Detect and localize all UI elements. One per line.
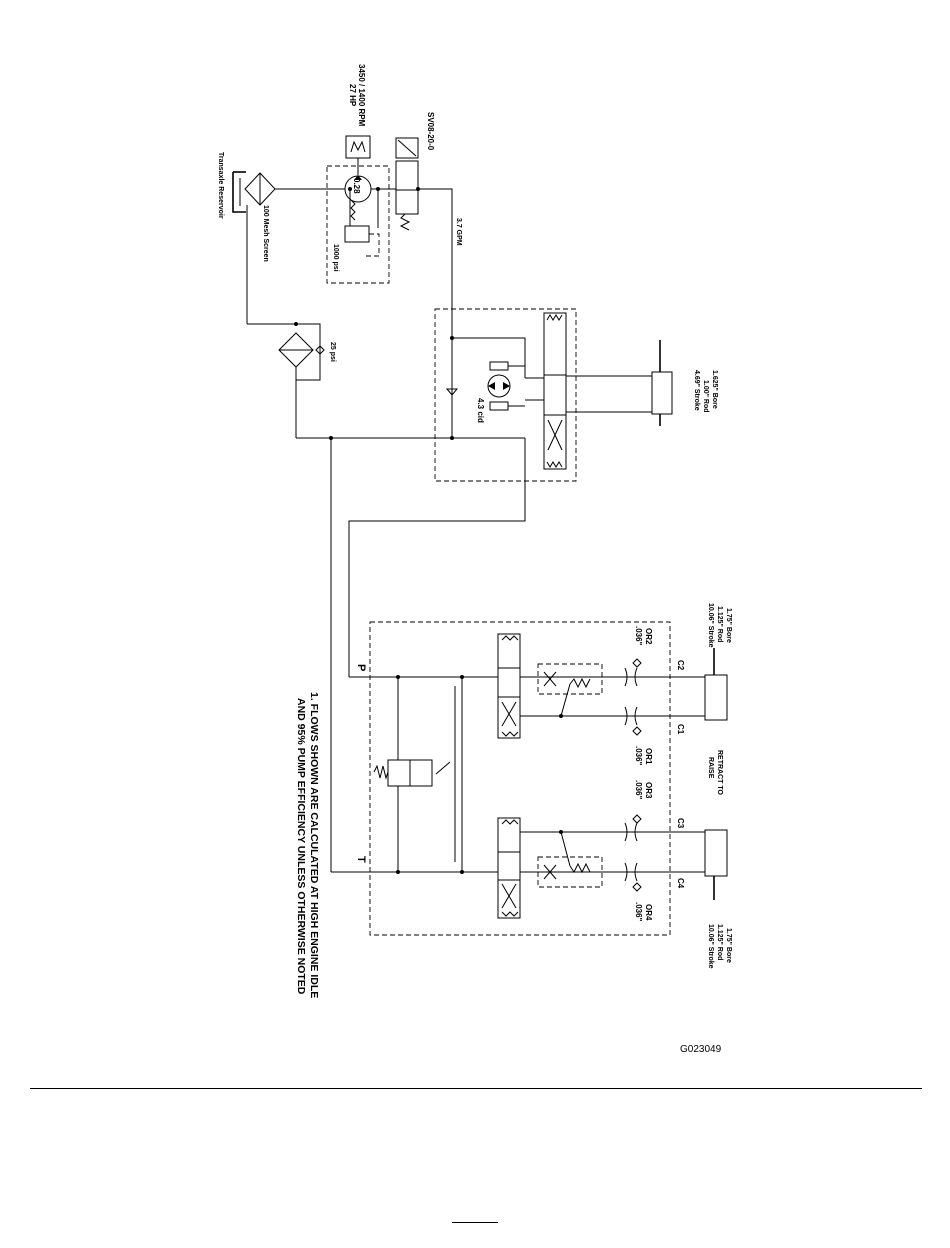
relief-valve [344, 225, 370, 243]
lower-lift-cyl-rod: 1.125" Rod [716, 924, 723, 960]
steer-cyl-rod: 1.00" Rod [702, 380, 709, 413]
or1-label: OR1 [644, 748, 653, 765]
pump-displacement-label: 0.28 [352, 178, 361, 194]
screen-label: 100 Mesh Screen [262, 205, 269, 262]
upper-lift-cyl-rod: 1.125" Rod [716, 606, 723, 642]
lift-cylinder-upper [704, 648, 728, 721]
mesh-screen [244, 172, 276, 206]
retract-label-line2: RAISE [707, 757, 714, 779]
steer-cyl-stroke: 4.69" Stroke [693, 370, 700, 411]
or3-size-label: .036" [634, 780, 643, 800]
or1-size-label: .036" [634, 746, 643, 766]
engine-icon [345, 135, 371, 159]
return-filter [247, 322, 325, 438]
lower-lift-cyl-bore: 1.75" Bore [725, 928, 732, 963]
lower-lift-valve [497, 817, 705, 919]
or4-size-label: .036" [634, 902, 643, 922]
footer-rule [30, 1088, 922, 1089]
c2-label: C2 [676, 660, 685, 671]
upper-lift-cyl-stroke: 10.06" Stroke [707, 603, 714, 648]
filter-bypass-label: 25 psi [329, 342, 336, 362]
lift-manifold [329, 436, 671, 936]
engine-hp-label: 27 HP [348, 84, 357, 107]
or3-label: OR3 [644, 782, 653, 799]
relief-label: 1000 psi [332, 244, 339, 272]
lift-cylinder-lower [704, 829, 728, 900]
lower-lift-cyl-stroke: 10.06" Stroke [707, 924, 714, 969]
steering-group [348, 189, 577, 677]
c4-label: C4 [676, 878, 685, 889]
port-p-label: P [355, 664, 367, 671]
motor-displacement-label: 4.3 cid [476, 398, 485, 423]
pump-group [326, 135, 410, 284]
c1-label: C1 [676, 724, 685, 735]
orifices [624, 658, 642, 892]
solenoid-valve [395, 137, 453, 440]
steering-cylinder [566, 340, 673, 426]
figure-id: G023049 [680, 1044, 722, 1055]
upper-lift-cyl-bore: 1.75" Bore [725, 608, 732, 643]
or2-label: OR2 [644, 628, 653, 645]
reservoir-label: Transaxle Reservoir [217, 152, 224, 219]
steering-valve [543, 312, 567, 470]
or4-label: OR4 [644, 904, 653, 921]
page-number-line [452, 1222, 498, 1223]
flow-label: 3.7 GPM [455, 218, 462, 246]
retract-label-line1: RETRACT TO [716, 750, 723, 796]
or2-size-label: .036" [634, 626, 643, 646]
steer-cyl-bore: 1.625" Bore [711, 370, 718, 409]
c3-label: C3 [676, 818, 685, 829]
port-t-label: T [355, 856, 367, 863]
note-line2: AND 95% PUMP EFFICIENCY UNLESS OTHERWISE… [295, 698, 307, 995]
transaxle-reservoir [232, 171, 246, 213]
upper-lift-valve [497, 633, 705, 739]
note-line1: 1. FLOWS SHOWN ARE CALCULATED AT HIGH EN… [308, 692, 320, 998]
engine-speed-label: 3450 / 1400 RPM [357, 64, 366, 127]
solenoid-valve-label: SV08-20-0 [426, 112, 435, 151]
